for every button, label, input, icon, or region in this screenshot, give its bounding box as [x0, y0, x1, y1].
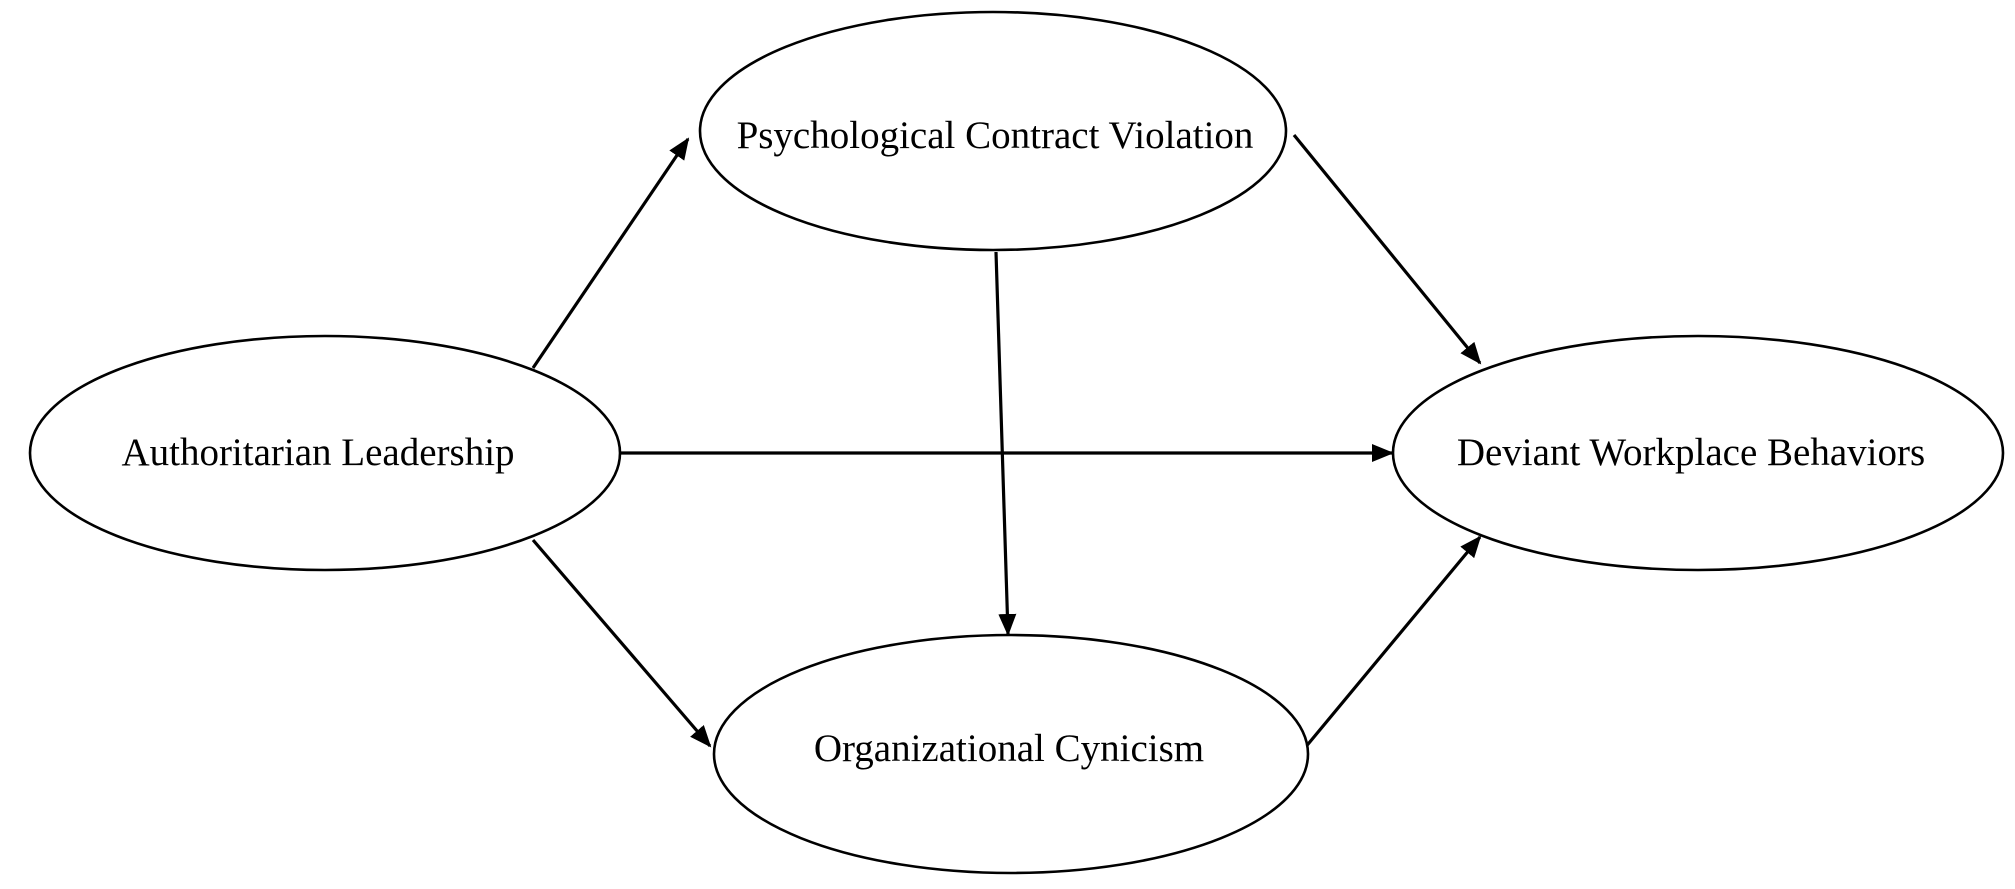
- edge-authoritarian-to-cynicism: [531, 538, 712, 748]
- node-organizational-cynicism-ellipse: [712, 633, 1310, 875]
- node-organizational-cynicism: Organizational Cynicism: [712, 633, 1310, 875]
- node-psychological-contract-violation-ellipse: [698, 10, 1288, 252]
- node-psychological-contract-violation: Psychological Contract Violation: [698, 10, 1288, 252]
- edges: [531, 133, 1482, 751]
- edge-psych-contract-to-cynicism: [994, 251, 1017, 636]
- node-organizational-cynicism-label: Organizational Cynicism: [814, 727, 1204, 770]
- node-authoritarian-leadership-ellipse: [28, 334, 622, 572]
- node-authoritarian-leadership: Authoritarian Leadership: [28, 334, 622, 572]
- node-psychological-contract-violation-label: Psychological Contract Violation: [737, 114, 1254, 157]
- node-authoritarian-leadership-label: Authoritarian Leadership: [121, 431, 514, 474]
- edge-authoritarian-to-psych-contract: [531, 137, 690, 369]
- edge-cynicism-to-deviant: [1302, 535, 1482, 751]
- edge-psych-contract-to-deviant: [1292, 133, 1482, 365]
- node-deviant-workplace-behaviors-label: Deviant Workplace Behaviors: [1457, 431, 1925, 474]
- node-deviant-workplace-behaviors: Deviant Workplace Behaviors: [1391, 334, 2005, 572]
- node-deviant-workplace-behaviors-ellipse: [1391, 334, 2005, 572]
